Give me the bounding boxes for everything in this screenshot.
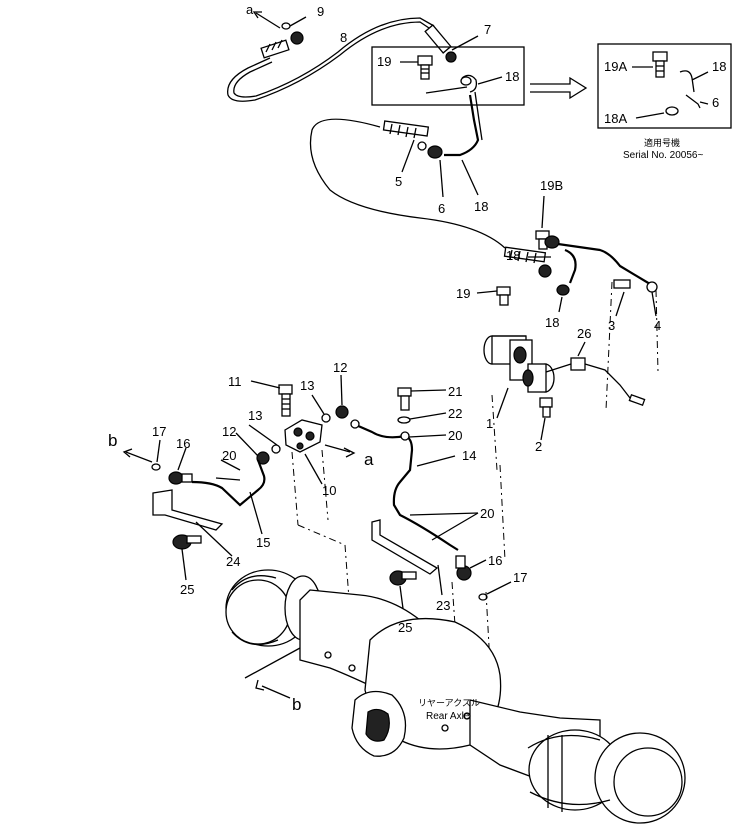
o-ring-9	[281, 22, 291, 30]
o-ring-17-right	[478, 593, 488, 601]
callout-3: 3	[608, 318, 615, 333]
callout-8: 8	[340, 30, 347, 45]
callout-17-right: 17	[513, 570, 527, 585]
callout-14: 14	[462, 448, 476, 463]
callout-11: 11	[228, 374, 242, 389]
callout-a-mid: a	[364, 450, 374, 469]
callout-19: 19	[377, 54, 391, 69]
callout-24: 24	[226, 554, 240, 569]
axle-en-label: Rear Axle	[426, 711, 470, 722]
bracket-24	[152, 489, 224, 531]
callout-12-top: 12	[333, 360, 347, 375]
callout-23: 23	[436, 598, 450, 613]
fitting-16-left	[168, 471, 184, 485]
callout-18-box: 18	[505, 69, 519, 84]
callout-20-left: 20	[222, 448, 236, 463]
bolt-21	[397, 387, 412, 411]
callout-26: 26	[577, 326, 591, 341]
callout-b-left: b	[108, 431, 117, 450]
o-ring-17-left	[151, 463, 161, 471]
elbow-12-top	[335, 405, 349, 419]
callout-15: 15	[256, 535, 270, 550]
pipe-upper-right	[557, 242, 651, 285]
solenoid-valve-1	[483, 335, 555, 393]
connector-26	[570, 357, 586, 371]
pipe-15	[191, 459, 266, 507]
callout-18-low: 18	[545, 315, 559, 330]
clip-18-box	[425, 74, 478, 94]
callout-17-left: 17	[152, 424, 166, 439]
callout-b-bottom: b	[292, 695, 301, 714]
inset-serial-label: Serial No. 20056~	[623, 150, 703, 161]
detail-box	[371, 46, 525, 106]
inset-arrow	[530, 76, 588, 100]
callout-20-right: 20	[480, 506, 494, 521]
callout-a-top: a	[246, 2, 254, 17]
hose-fitting-7	[424, 24, 452, 54]
hose-fitting-8	[260, 39, 290, 59]
valve-block-10	[284, 419, 323, 453]
callout-13: 13	[248, 408, 262, 423]
callout-16-right: 16	[488, 553, 502, 568]
callout-2: 2	[535, 439, 542, 454]
callout-1: 1	[486, 416, 493, 431]
bolt-19A	[652, 51, 668, 78]
callout-21: 21	[448, 384, 462, 399]
callout-25-left: 25	[180, 582, 194, 597]
inset-box	[597, 43, 732, 129]
pipe-14	[355, 423, 459, 551]
callout-10: 10	[322, 483, 336, 498]
hose-fitting-5	[382, 120, 430, 137]
callout-7: 7	[484, 22, 491, 37]
inset-jp-label: 適用号機	[644, 137, 680, 149]
bolt-2	[539, 397, 553, 418]
bolt-25-left	[172, 534, 202, 550]
o-ring-13-top	[321, 413, 331, 423]
callout-22: 22	[448, 406, 462, 421]
callout-6: 6	[438, 201, 445, 216]
pipe-6	[444, 94, 480, 157]
callout-13-top: 13	[300, 378, 314, 393]
bolt-25-right	[389, 570, 417, 586]
callout-18A: 18A	[604, 111, 627, 126]
bracket-23	[371, 519, 439, 575]
callout-18-right: 18	[506, 248, 520, 263]
callout-5: 5	[395, 174, 402, 189]
callout-19-right: 19	[456, 286, 470, 301]
clip-18-inset	[679, 70, 701, 109]
callout-25-right: 25	[398, 620, 412, 635]
callout-16-left: 16	[176, 436, 190, 451]
callout-18-inset: 18	[712, 59, 726, 74]
bolt-19	[417, 55, 433, 80]
axle-jp-label: リヤーアクスル	[418, 698, 480, 709]
hose-upper-loop	[227, 21, 433, 102]
hose-5	[309, 118, 506, 249]
nut-8	[290, 31, 304, 45]
fitting-3	[613, 279, 631, 289]
bolt-19-right	[496, 286, 511, 306]
elbow-12	[256, 451, 270, 465]
callout-12: 12	[222, 424, 236, 439]
callout-9: 9	[317, 4, 324, 19]
rear-axle	[225, 569, 686, 824]
washer-22	[397, 416, 411, 424]
callout-6-inset: 6	[712, 95, 719, 110]
callout-4: 4	[654, 318, 661, 333]
nut-18A	[665, 106, 679, 116]
callout-20-top: 20	[448, 428, 462, 443]
callout-19B: 19B	[540, 178, 563, 193]
bolt-11	[278, 384, 293, 417]
o-ring-13	[271, 444, 281, 454]
callout-19A: 19A	[604, 59, 627, 74]
callout-18-mid: 18	[474, 199, 488, 214]
